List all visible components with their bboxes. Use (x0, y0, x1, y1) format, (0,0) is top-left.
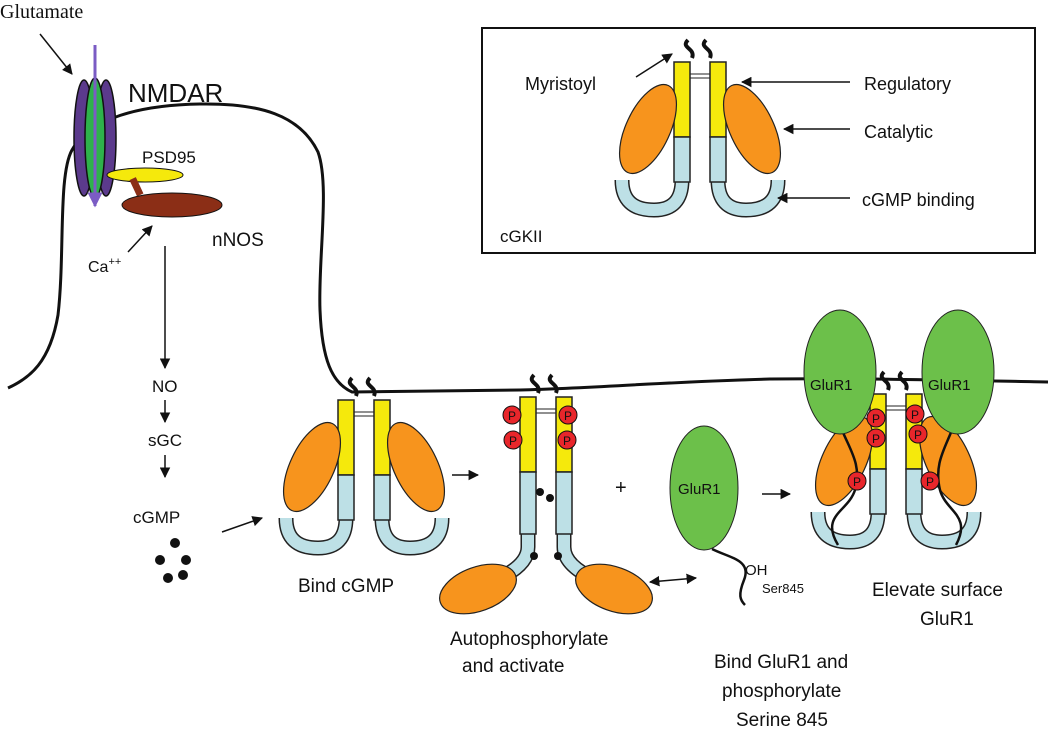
phosphate-group: P (847, 471, 867, 491)
glur1-bound-right (921, 309, 995, 435)
bind-cgmp-label: Bind cGMP (298, 576, 394, 597)
phosphate-label: P (508, 409, 516, 423)
and-activate-label: and activate (462, 656, 564, 677)
phosphate-group: P (502, 405, 522, 425)
cgmp-to-bind-arrow (221, 516, 263, 533)
phosphate-label: P (853, 475, 861, 489)
nnos-label: nNOS (212, 230, 264, 251)
sgc-label: sGC (148, 431, 182, 450)
catalytic-label: Catalytic (864, 122, 933, 142)
nmdar-receptor (73, 45, 117, 208)
spine-membrane (7, 102, 1049, 394)
phosphate-group: P (503, 430, 523, 450)
serine-845-label: Serine 845 (736, 710, 828, 731)
autophosphorylate-label: Autophosphorylate (450, 629, 608, 650)
glutamate-arrow (39, 33, 73, 75)
phosphate-label: P (509, 434, 517, 448)
phosphate-group: P (905, 404, 925, 424)
psd95-protein (106, 167, 184, 183)
glur1-bound-left (803, 309, 877, 435)
psd95-label: PSD95 (142, 148, 196, 167)
oh-label: OH (745, 562, 768, 579)
glur1-c-tail (711, 547, 747, 606)
ca-label: Ca++ (88, 256, 121, 276)
phosphate-label: P (914, 428, 922, 442)
myristoyl-label: Myristoyl (525, 74, 596, 94)
binding-double-arrow (648, 573, 698, 587)
phosphate-label: P (872, 412, 880, 426)
cgmp-binding-label: cGMP binding (862, 190, 975, 210)
ca-superscript: ++ (108, 256, 121, 268)
ser845-label: Ser845 (762, 581, 804, 596)
glur1-tail-right (936, 429, 963, 546)
phosphorylate-label: phosphorylate (722, 681, 841, 702)
regulatory-label: Regulatory (864, 74, 951, 94)
bound-cgmp-molecules (530, 488, 562, 560)
glur1-bound-right-label: GluR1 (928, 377, 971, 394)
phosphate-group: P (866, 408, 886, 428)
plus-sign: + (615, 477, 627, 499)
ca-text: Ca (88, 259, 109, 276)
elevate-surface-label: Elevate surface (872, 580, 1003, 601)
phosphate-group: P (866, 428, 886, 448)
psd95-nnos-link (129, 177, 144, 197)
no-label: NO (152, 377, 178, 396)
cgmp-label: cGMP (133, 508, 180, 527)
phosphate-label: P (911, 408, 919, 422)
cgkii-bind-cgmp-model (272, 378, 456, 548)
cgmp-molecules (155, 538, 191, 583)
bind-glur1-label: Bind GluR1 and (714, 652, 848, 673)
phosphate-group: P (558, 405, 578, 425)
glur1-free-label: GluR1 (678, 481, 721, 498)
phosphate-label: P (563, 434, 571, 448)
glur1-surface-label: GluR1 (920, 609, 974, 630)
phosphate-group: P (920, 471, 940, 491)
phosphate-label: P (926, 475, 934, 489)
myristoyl-arrow (635, 53, 673, 78)
glur1-bound-left-label: GluR1 (810, 377, 853, 394)
nnos-enzyme (121, 192, 223, 218)
phosphate-group: P (557, 430, 577, 450)
glur1-free (669, 425, 739, 551)
glutamate-label: Glutamate (0, 1, 83, 23)
nmdar-label: NMDAR (128, 78, 223, 108)
cgkii-active-model (433, 375, 659, 623)
inset-title: cGKII (500, 227, 543, 246)
ca-arrow (127, 225, 153, 253)
phosphate-label: P (872, 432, 880, 446)
phosphate-group: P (908, 424, 928, 444)
phosphate-label: P (564, 409, 572, 423)
